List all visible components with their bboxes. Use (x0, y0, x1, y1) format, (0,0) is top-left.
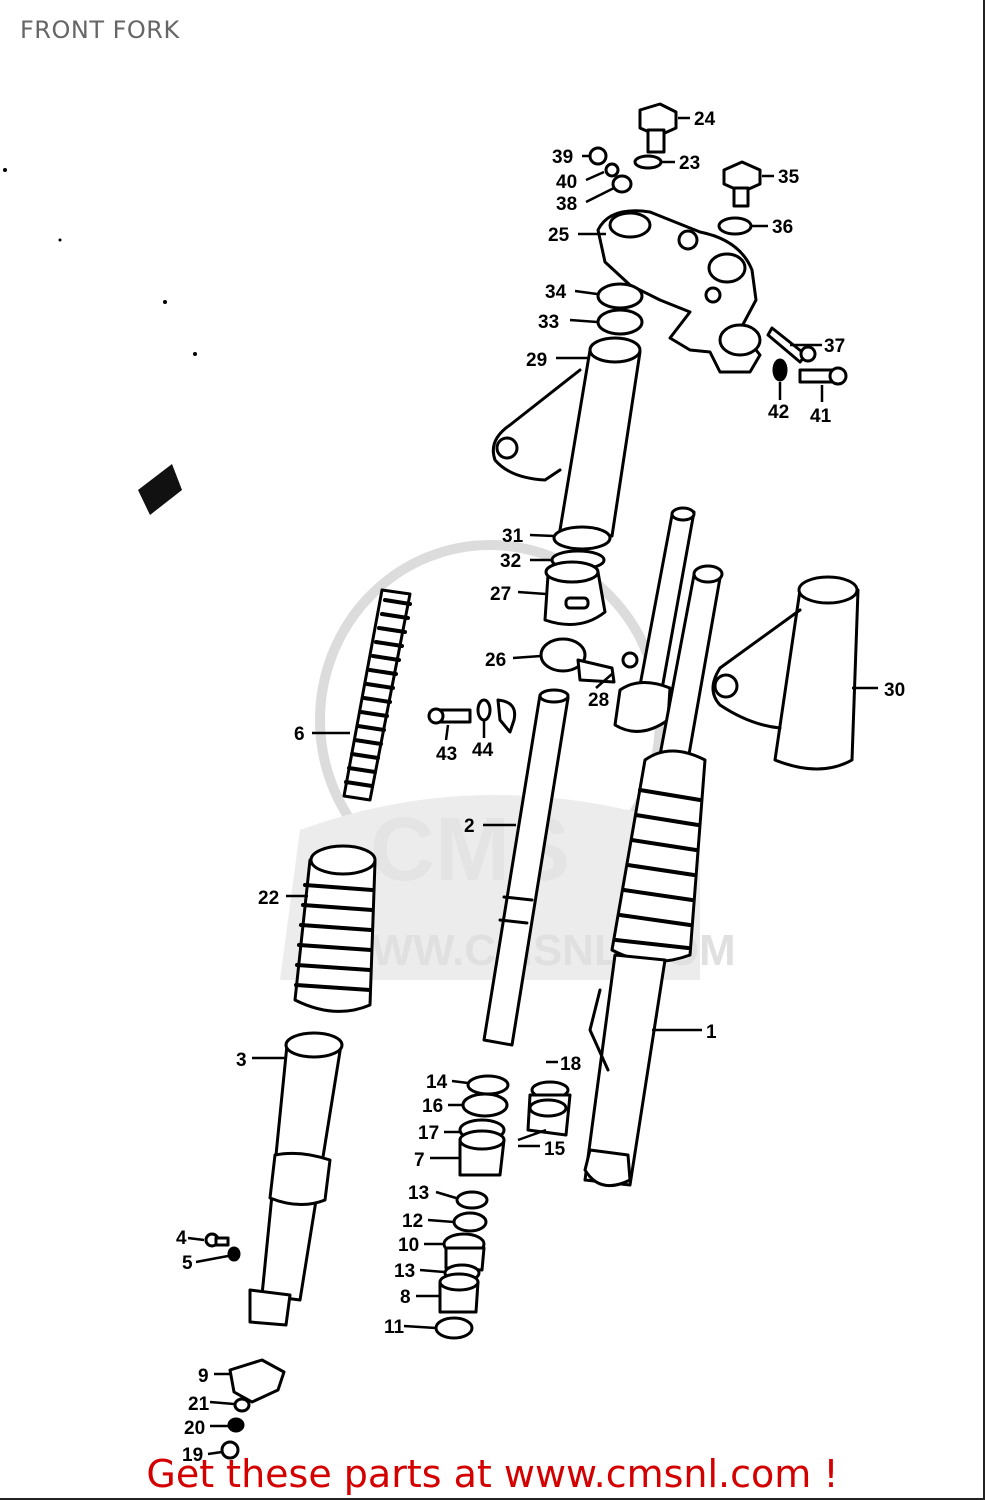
part-26-clamp (539, 637, 616, 684)
label-1: 1 (706, 1022, 717, 1043)
label-42: 42 (768, 402, 789, 423)
label-5: 5 (182, 1253, 193, 1274)
part-21-washer (233, 1397, 251, 1413)
part-22-fork-boot (293, 844, 377, 1013)
part-3-outer-tube (248, 1031, 344, 1327)
label-15: 15 (544, 1139, 566, 1160)
page-title: FRONT FORK (20, 16, 180, 44)
label-35: 35 (778, 167, 800, 188)
part-20-washer (227, 1417, 245, 1433)
part-42-washer (772, 358, 788, 382)
part-18-seal (526, 1080, 572, 1137)
part-33-ring (596, 308, 644, 336)
part-25-upper-bracket (596, 209, 762, 374)
label-44: 44 (472, 740, 494, 761)
part-4-screw (204, 1232, 230, 1248)
part-39-nut (588, 146, 608, 166)
label-16: 16 (422, 1096, 443, 1117)
label-23: 23 (679, 153, 700, 174)
part-14-circlip (466, 1074, 510, 1096)
label-28: 28 (588, 690, 609, 711)
label-6: 6 (294, 724, 305, 745)
part-2-damper-rod (482, 688, 570, 1047)
part-8-bush (438, 1272, 480, 1314)
part-9-axle-holder (228, 1358, 286, 1404)
label-3: 3 (236, 1050, 247, 1071)
label-9: 9 (198, 1366, 209, 1387)
part-38-nut (611, 174, 633, 194)
label-33: 33 (538, 312, 559, 333)
label-18: 18 (560, 1054, 581, 1075)
label-41: 41 (810, 406, 832, 427)
watermark: CMS WWW.CMSNL.COM (280, 540, 736, 980)
label-38: 38 (556, 194, 577, 215)
part-1-fork-leg (583, 564, 724, 1188)
label-27: 27 (490, 584, 511, 605)
part-29-headlight-bracket (491, 336, 642, 538)
leader-lines (187, 116, 878, 1456)
label-10: 10 (398, 1235, 419, 1256)
label-21: 21 (188, 1394, 210, 1415)
label-12: 12 (402, 1211, 423, 1232)
label-37: 37 (824, 336, 845, 357)
part-31-ring (552, 525, 612, 551)
part-16-seal (461, 1092, 509, 1118)
label-31: 31 (502, 526, 524, 547)
part-19-nut (220, 1440, 240, 1460)
part-13-circlip (455, 1190, 489, 1210)
label-26: 26 (485, 650, 506, 671)
part-36-washer (717, 216, 753, 236)
label-19: 19 (182, 1445, 203, 1466)
part-12-ring (452, 1211, 488, 1233)
label-39: 39 (552, 147, 573, 168)
label-11: 11 (384, 1317, 405, 1338)
part-41-bolt (798, 366, 848, 386)
label-20: 20 (184, 1418, 205, 1439)
part-5-washer (227, 1246, 241, 1262)
label-29: 29 (526, 350, 547, 371)
label-43: 43 (436, 744, 457, 765)
label-4: 4 (176, 1228, 187, 1249)
label-13: 13 (408, 1183, 429, 1204)
part-11-washer (434, 1316, 474, 1340)
footer-link[interactable]: Get these parts at www.cmsnl.com ! (146, 1452, 839, 1496)
label-7: 7 (414, 1150, 425, 1171)
part-43-bolt (427, 707, 472, 725)
part-44-clip (496, 698, 517, 734)
label-30: 30 (884, 680, 905, 701)
part-6-spring (342, 588, 412, 802)
part-10-seal (442, 1232, 486, 1272)
part-23-washer (633, 154, 663, 170)
part-number-labels: 24 23 39 40 38 35 36 25 34 33 29 37 42 4… (176, 109, 905, 1466)
part-24-bolt (638, 102, 678, 154)
part-35-bolt (722, 160, 762, 208)
label-25: 25 (548, 225, 570, 246)
label-17: 17 (418, 1123, 439, 1144)
small-tag-icon (138, 464, 182, 515)
part-34-ring (596, 282, 644, 310)
part-44-washer (476, 698, 492, 722)
label-8: 8 (400, 1287, 411, 1308)
label-24: 24 (694, 109, 716, 130)
part-27-collar (543, 560, 607, 626)
label-40: 40 (556, 172, 577, 193)
part-30-headlight-bracket (711, 575, 860, 771)
label-14: 14 (426, 1072, 448, 1093)
label-34: 34 (545, 282, 567, 303)
label-13-lower: 13 (394, 1261, 415, 1282)
part-7-bush (458, 1129, 506, 1177)
label-22: 22 (258, 888, 279, 909)
label-36: 36 (772, 217, 793, 238)
part-40-washer (604, 162, 620, 178)
label-2: 2 (464, 816, 475, 837)
label-32: 32 (500, 551, 521, 572)
part-28-steering-stem (613, 506, 696, 733)
